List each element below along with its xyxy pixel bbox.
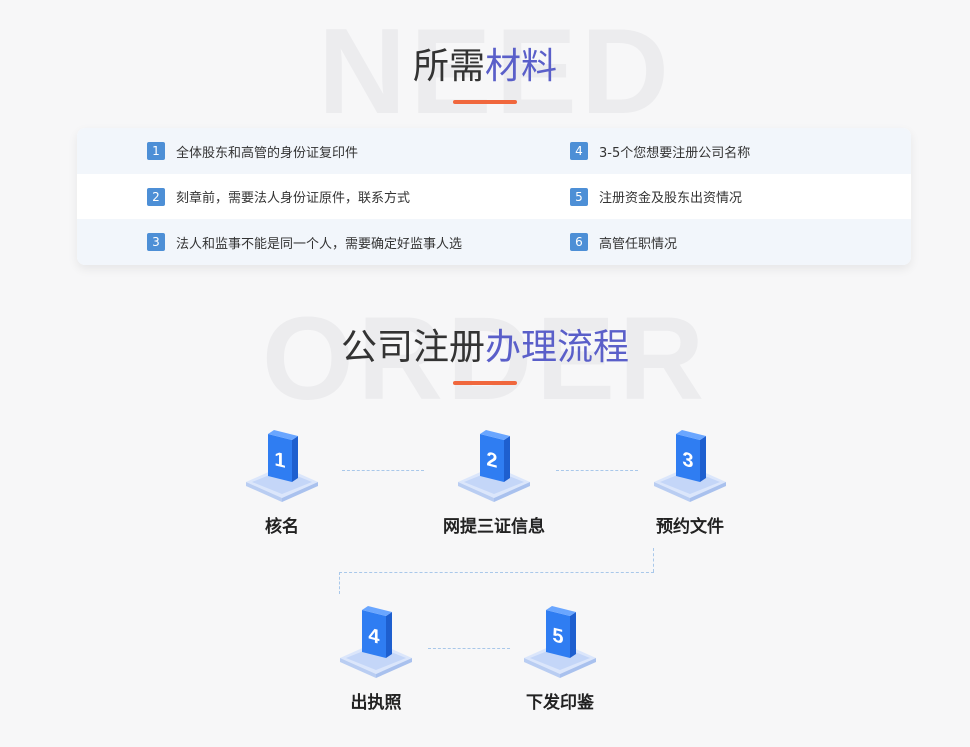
cube-base-edge-right: [282, 482, 318, 502]
step-label: 出执照: [350, 693, 402, 713]
cube-base-edge-left: [524, 658, 560, 678]
material-number-badge: 2: [147, 187, 165, 206]
cube-base-edge-right: [376, 658, 412, 678]
cube-base-edge-right: [690, 482, 726, 502]
cube-base-edge-left: [458, 482, 494, 502]
material-number-badge: 4: [570, 142, 588, 160]
cube-front-face: [268, 434, 292, 482]
step-3-cube-icon: 3: [650, 426, 730, 506]
cube-front-face: [546, 610, 570, 658]
step-3-cube-svg: 3: [654, 430, 726, 502]
step-5-cube-svg: 5: [524, 606, 596, 678]
materials-title-accent: 材料: [485, 46, 558, 87]
material-item-6: 6 高管任职情况: [570, 219, 677, 265]
step-2-cube-icon: 2: [454, 426, 534, 506]
process-step-4: 4 出执照: [316, 602, 436, 713]
material-text: 法人和监事不能是同一个人，需要确定好监事人选: [176, 236, 463, 252]
materials-row: 2 刻章前，需要法人身份证原件，联系方式 5 注册资金及股东出资情况: [77, 174, 911, 219]
cube-base-edge-right: [560, 658, 596, 678]
connector-4-5: [428, 648, 510, 649]
cube-base-edge-left: [340, 658, 376, 678]
step-label: 网提三证信息: [443, 517, 545, 537]
cube-side-face: [504, 436, 510, 482]
cube-front-face: [480, 434, 504, 482]
cube-base-edge-left: [246, 482, 282, 502]
material-item-5: 5 注册资金及股东出资情况: [570, 174, 742, 219]
cube-base-edge-left: [654, 482, 690, 502]
process-step-2: 2 网提三证信息: [434, 426, 554, 537]
cube-top-face: [546, 606, 576, 616]
step-number: 2: [486, 448, 497, 472]
material-item-1: 1 全体股东和高管的身份证复印件: [147, 128, 358, 174]
cube-top-face: [480, 430, 510, 440]
materials-list: 1 全体股东和高管的身份证复印件 4 3-5个您想要注册公司名称 2 刻章前，需…: [77, 128, 911, 265]
connector-2-3: [556, 470, 638, 471]
material-item-2: 2 刻章前，需要法人身份证原件，联系方式: [147, 174, 410, 219]
materials-row: 1 全体股东和高管的身份证复印件 4 3-5个您想要注册公司名称: [77, 128, 911, 174]
cube-base-edge-right: [494, 482, 530, 502]
cube-top-face: [676, 430, 706, 440]
materials-title: 所需材料: [0, 44, 970, 90]
material-text: 全体股东和高管的身份证复印件: [176, 145, 359, 161]
step-4-cube-svg: 4: [340, 606, 412, 678]
cube-side-face: [386, 612, 392, 658]
material-item-3: 3 法人和监事不能是同一个人，需要确定好监事人选: [147, 219, 462, 265]
cube-side-face: [570, 612, 576, 658]
step-1-cube-icon: 1: [242, 426, 322, 506]
material-number-badge: 3: [147, 233, 165, 251]
watermark-order: ORDER: [262, 293, 709, 425]
process-title-underline: [453, 381, 517, 385]
process-step-5: 5 下发印鉴: [500, 602, 620, 713]
process-title: 公司注册办理流程: [0, 325, 970, 371]
materials-title-plain: 所需: [412, 46, 485, 87]
cube-front-face: [362, 610, 386, 658]
material-number-badge: 1: [147, 142, 165, 160]
step-1-cube-svg: 1: [246, 430, 318, 502]
process-step-1: 1 核名: [222, 426, 342, 537]
connector-3-4-vertical-right: [653, 548, 654, 572]
step-label: 预约文件: [656, 517, 724, 537]
material-text: 3-5个您想要注册公司名称: [599, 145, 751, 161]
material-text: 高管任职情况: [599, 236, 678, 252]
cube-top-face: [268, 430, 298, 440]
step-number: 1: [274, 448, 285, 472]
materials-title-underline: [453, 100, 517, 104]
cube-side-face: [292, 436, 298, 482]
materials-row: 3 法人和监事不能是同一个人，需要确定好监事人选 6 高管任职情况: [77, 219, 911, 265]
material-item-4: 4 3-5个您想要注册公司名称: [570, 128, 750, 174]
step-number: 4: [368, 624, 380, 649]
process-step-3: 3 预约文件: [630, 426, 750, 537]
watermark-need: NEED: [318, 3, 673, 139]
step-number: 5: [552, 624, 563, 648]
cube-side-face: [700, 436, 706, 482]
connector-3-4-horizontal: [339, 572, 654, 573]
material-number-badge: 5: [570, 187, 588, 206]
material-text: 刻章前，需要法人身份证原件，联系方式: [176, 191, 411, 206]
material-number-badge: 6: [570, 233, 588, 251]
step-2-cube-svg: 2: [458, 430, 530, 502]
cube-top-face: [362, 606, 392, 616]
material-text: 注册资金及股东出资情况: [599, 191, 743, 206]
step-5-cube-icon: 5: [520, 602, 600, 682]
connector-1-2: [342, 470, 424, 471]
step-label: 下发印鉴: [526, 693, 594, 713]
cube-front-face: [676, 434, 700, 482]
process-title-accent: 办理流程: [485, 327, 630, 368]
step-label: 核名: [265, 517, 299, 537]
step-4-cube-icon: 4: [336, 602, 416, 682]
process-title-plain: 公司注册: [340, 327, 485, 368]
connector-3-4-vertical-left: [339, 572, 340, 594]
step-number: 3: [682, 448, 693, 472]
